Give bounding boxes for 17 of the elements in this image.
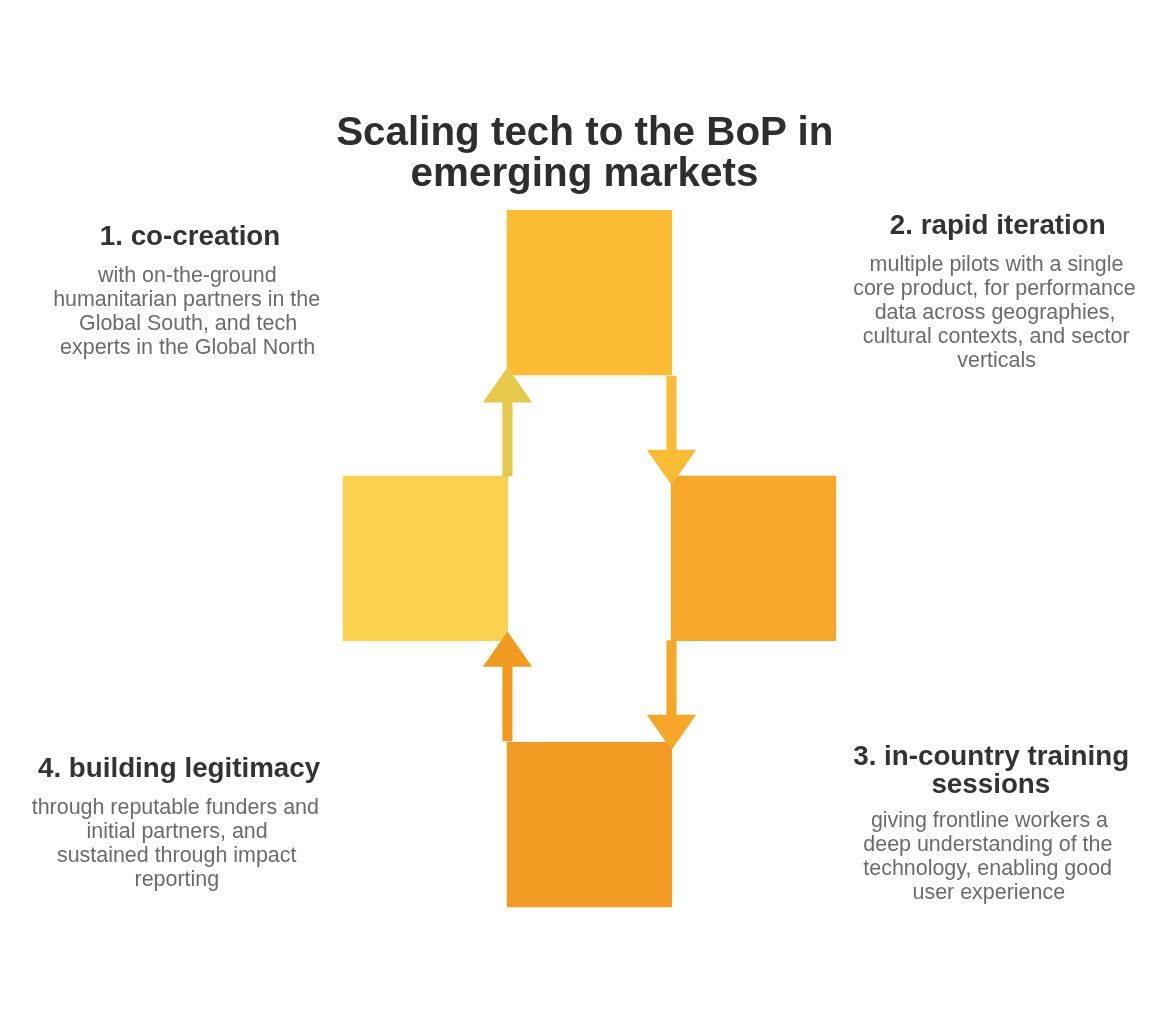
node-label: giving frontline workers a deep understanding of the technology, enabling good user experience <box>863 807 1113 904</box>
node-label: multiple pilots with a single core product, for performance data across geographies, cultural contexts, and sector verticals <box>853 251 1136 372</box>
node-box <box>342 475 509 641</box>
node-label: 2. rapid iteration <box>889 208 1106 240</box>
arrow <box>646 375 697 485</box>
node-box <box>506 209 673 375</box>
node-box <box>670 475 837 641</box>
arrow <box>482 366 533 476</box>
arrow <box>482 631 533 741</box>
node-label: 1. co-creation <box>99 219 281 251</box>
node-label: with on-the-ground humanitarian partners in the Global South, and tech experts in the Global North <box>53 262 321 359</box>
node-label: 3. in-country training sessions <box>853 739 1130 799</box>
node-box <box>506 741 673 907</box>
arrow <box>646 639 697 750</box>
node-label: 4. building legitimacy <box>38 751 321 783</box>
node-label: through reputable funders and initial partners, and sustained through impact reporting <box>31 794 319 891</box>
diagram-title: Scaling tech to the BoP in emerging markets <box>336 107 834 195</box>
